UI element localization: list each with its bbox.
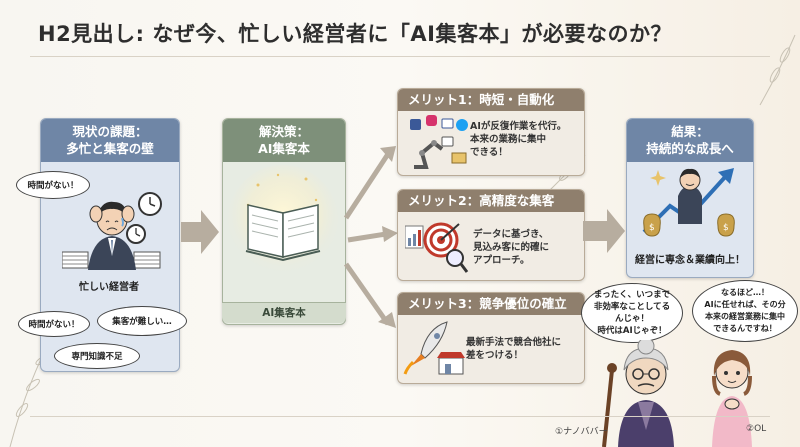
merit-1-line-2: 本来の業務に集中 [470,134,547,145]
office-lady-character-icon [712,350,752,447]
grandma-speech-line-1: まったく、いつまで [593,290,671,300]
merit-1-line-1: AIが反復作業を代行。 [470,121,567,132]
svg-text:$: $ [723,223,729,233]
merit-3-card: メリット3：競争優位の確立 最新手法で競合他社に 差をつける！ [397,292,585,384]
solution-footer-label: AI集客本 [262,307,306,319]
grandma-speech-line-3: んじゃ！ [614,314,649,324]
leaf-decoration-right [759,34,796,106]
merit-3-text: 最新手法で競合他社に 差をつける！ [466,336,561,362]
ol-speech-line-3: 本来の経営業務に集中 [704,312,785,321]
result-caption: 経営に専念＆業績向上！ [635,255,745,266]
grandma-speech-bubble: まったく、いつまで 非効率なことしてる んじゃ！ 時代はAIじゃぞ！ [581,283,683,343]
grandma-speech-line-4: 時代はAIじゃぞ！ [597,326,667,336]
solution-header-line-1: 解決策： [258,124,309,139]
result-header-line-2: 持続的な成長へ [646,141,734,156]
problem-header-line-1: 現状の課題： [72,124,148,139]
problem-header-line-2: 多忙と集客の壁 [66,141,154,156]
merit-3-line-1: 最新手法で競合他社に [466,337,562,348]
merit-3-header: メリット3：競争優位の確立 [398,293,584,315]
bottom-divider [30,416,770,417]
merit-2-header: メリット2：高精度な集客 [398,190,584,212]
merit-1-card: メリット1：時短・自動化 AIが反復作業を代行。 本来の業務に集中 できる！ [397,88,585,176]
stressed-businessman-icon [62,192,162,270]
arrow-right-icon-2 [583,209,625,253]
arrow-right-icon [181,210,219,254]
speech-bubble-lack-knowledge: 専門知識不足 [54,343,140,369]
grandma-label: ①ナノババー [555,427,608,437]
result-header: 結果： 持続的な成長へ [627,119,753,162]
grandma-character-icon [602,340,674,447]
solution-header: 解決策： AI集客本 [223,119,345,162]
result-header-line-1: 結果： [671,124,709,139]
ol-speech-line-2: AIに任せれば、その分 [704,300,786,309]
glowing-book-icon [228,165,338,275]
page-title: H2見出し: なぜ今、忙しい経営者に「AI集客本」が必要なのか？ [38,22,672,46]
ol-speech-bubble: なるほど…！ AIに任せれば、その分 本来の経営業務に集中 できるんですね！ [692,280,798,342]
speech-bubble-no-time-2: 時間がない！ [18,311,90,337]
merit-3-line-2: 差をつける！ [466,350,524,361]
grandma-speech-line-2: 非効率なことしてる [593,302,671,312]
ol-speech-line-4: できるんですね！ [713,324,777,333]
solution-footer: AI集客本 [222,302,346,323]
problem-header: 現状の課題： 多忙と集客の壁 [41,119,179,162]
merit-2-line-2: 見込み客に的確に [473,242,550,253]
ol-speech-line-1: なるほど…！ [720,288,769,297]
solution-header-line-2: AI集客本 [258,141,310,156]
merit-2-text: データに基づき、 見込み客に的確に アプローチ。 [473,228,549,267]
speech-bubble-hard-marketing: 集客が難しい… [97,306,187,336]
branch-arrows [343,146,398,328]
merit-1-text: AIが反復作業を代行。 本来の業務に集中 できる！ [470,120,566,159]
target-magnifier-icon [405,222,469,273]
speech-bubble-no-time-1: 時間がない！ [16,171,90,199]
robot-arm-social-icons [410,115,468,169]
merit-2-line-3: アプローチ。 [473,255,530,266]
rocket-storefront-icon [403,321,465,375]
svg-text:$: $ [649,223,655,233]
growth-businessman-icon: $ $ [642,168,735,237]
merit-2-line-1: データに基づき、 [473,229,549,240]
merit-1-header: メリット1：時短・自動化 [398,89,584,111]
title-divider [30,56,770,57]
problem-caption: 忙しい経営者 [79,282,139,293]
ol-label: ②OL [746,424,767,434]
merit-1-line-3: できる！ [470,147,508,158]
